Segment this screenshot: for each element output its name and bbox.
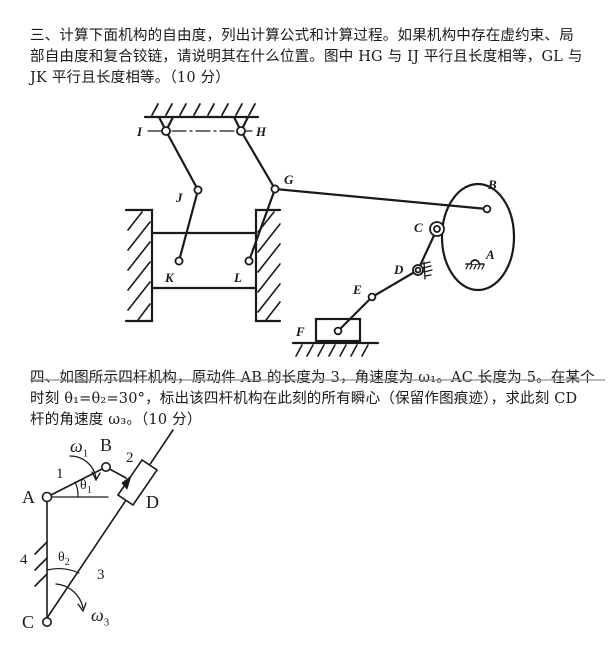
label-theta2: θ2 bbox=[58, 550, 70, 568]
question-4-line-3: 杆的角速度 ω₃。（10 分） bbox=[30, 412, 202, 428]
question-4-text: 四、如图所示四杆机构，原动件 AB 的长度为 3，角速度为 ω₁。AC 长度为 … bbox=[30, 368, 605, 431]
question-3-text: 三、计算下面机构的自由度，列出计算公式和计算过程。如果机构中存在虚约束、局 部自… bbox=[30, 26, 605, 89]
label-link-4: 4 bbox=[20, 552, 28, 568]
label-K: K bbox=[165, 270, 174, 285]
label-omega3: ω3 bbox=[91, 605, 110, 629]
label-C: C bbox=[414, 220, 423, 235]
label-F: F bbox=[296, 324, 305, 339]
label-B-q4: B bbox=[100, 435, 113, 455]
label-link-1: 1 bbox=[56, 466, 64, 482]
label-A-q4: A bbox=[22, 487, 35, 507]
question-4-line-1: 四、如图所示四杆机构，原动件 AB 的长度为 3，角速度为 ω₁。AC 长度为 … bbox=[30, 370, 595, 386]
label-J: J bbox=[176, 190, 183, 205]
label-B: B bbox=[488, 177, 497, 192]
label-L: L bbox=[234, 270, 242, 285]
label-omega1: ω1 bbox=[70, 436, 89, 460]
label-H: H bbox=[256, 124, 267, 139]
label-G: G bbox=[284, 172, 294, 187]
label-D-q4: D bbox=[146, 492, 159, 512]
label-E: E bbox=[353, 282, 362, 297]
question-3-line-2: 部自由度和复合铰链，请说明其在什么位置。图中 HG 与 IJ 平行且长度相等，G… bbox=[30, 49, 583, 65]
question-3-line-3: JK 平行且长度相等。（10 分） bbox=[30, 70, 230, 86]
strike-mark bbox=[30, 379, 605, 381]
question-3-line-1: 三、计算下面机构的自由度，列出计算公式和计算过程。如果机构中存在虚约束、局 bbox=[30, 28, 574, 44]
label-theta1: θ1 bbox=[80, 478, 92, 496]
label-link-3: 3 bbox=[97, 567, 105, 583]
label-link-2: 2 bbox=[126, 450, 134, 466]
question-4-line-2: 时刻 θ₁=θ₂=30°，标出该四杆机构在此刻的所有瞬心（保留作图痕迹），求此刻… bbox=[30, 391, 578, 407]
label-C-q4: C bbox=[22, 612, 35, 632]
label-A: A bbox=[486, 247, 495, 262]
label-I: I bbox=[137, 124, 143, 139]
label-D: D bbox=[394, 262, 404, 277]
